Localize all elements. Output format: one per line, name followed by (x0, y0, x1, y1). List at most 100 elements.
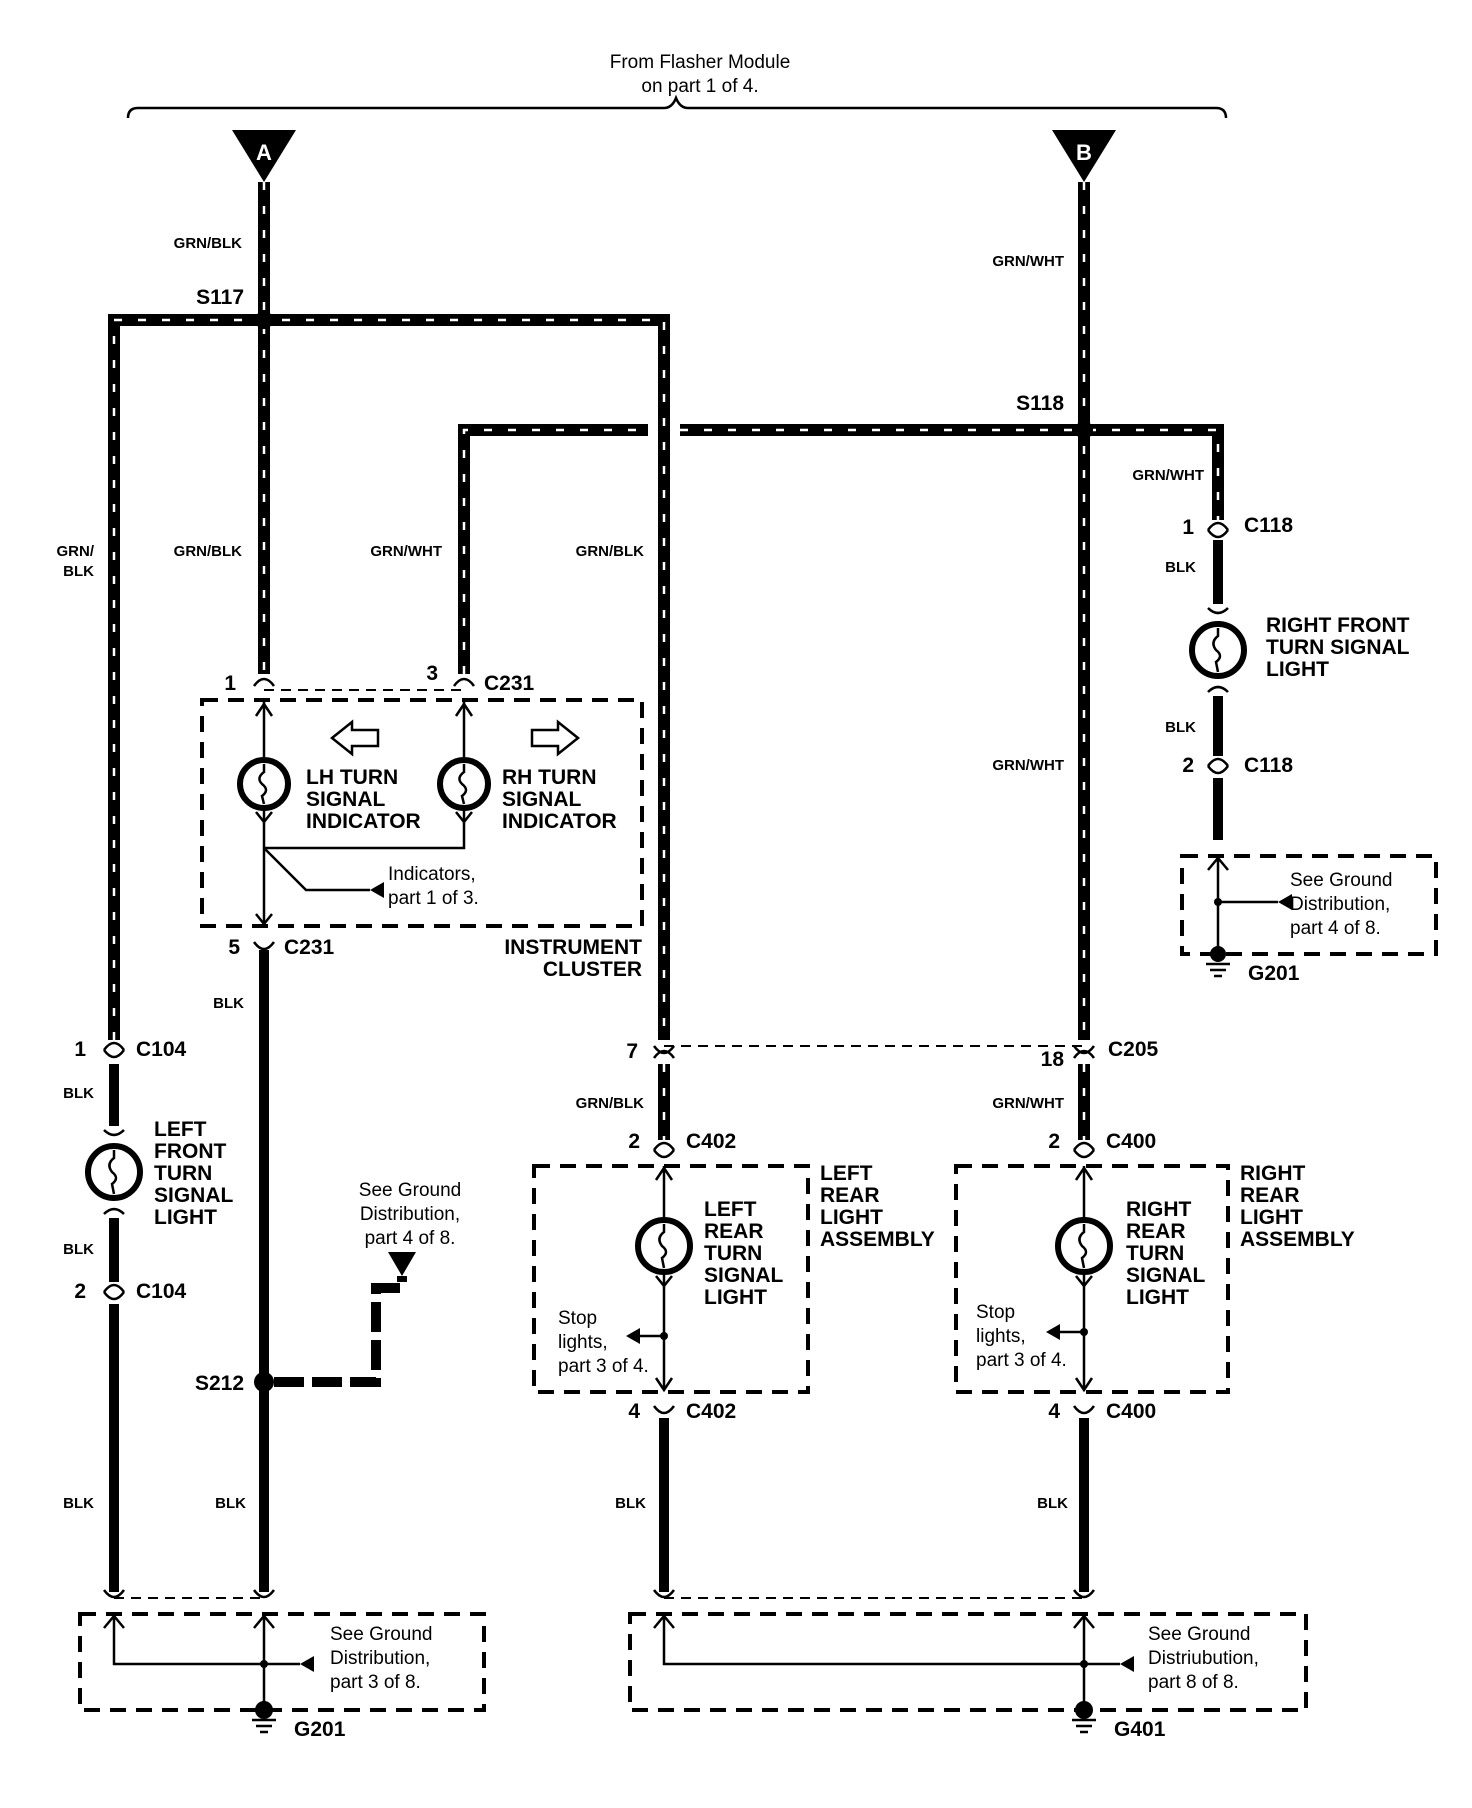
c400-bottom-label: C400 (1106, 1400, 1156, 1423)
svg-text:RIGHT: RIGHT (1126, 1198, 1192, 1221)
wire-blk-network (109, 540, 1223, 1592)
wire-label-3a: GRN/ (57, 543, 95, 560)
c118-bottom-connector (1206, 757, 1230, 775)
svg-text:See Ground: See Ground (1148, 1624, 1250, 1645)
svg-text:RH TURN: RH TURN (502, 766, 597, 789)
ground-g201-left: G201 (294, 1718, 346, 1741)
splice-s118-label: S118 (1016, 392, 1064, 415)
indicators-note: Indicators, part 1 of 3. (388, 864, 479, 909)
wire-label-9: BLK (1165, 559, 1196, 576)
lh-turn-signal-indicator-label: LH TURN SIGNAL INDICATOR (306, 766, 421, 833)
c104-pin-2: 2 (74, 1280, 86, 1303)
svg-text:Distribution,: Distribution, (1290, 894, 1390, 915)
c402-top-label: C402 (686, 1130, 736, 1153)
c104-top-label: C104 (136, 1038, 187, 1061)
instrument-cluster-label: INSTRUMENT CLUSTER (504, 936, 642, 981)
c205-connector (652, 1045, 1096, 1059)
wire-label-7: GRN/WHT (1132, 467, 1204, 484)
c231-top-label: C231 (484, 672, 535, 695)
rf-bulb-icon (1189, 607, 1247, 693)
wire-label-2: GRN/WHT (992, 253, 1064, 270)
c104-bottom-label: C104 (136, 1280, 187, 1303)
c231-pin-1: 1 (224, 672, 236, 695)
right-rear-light-assembly-box (954, 1164, 1230, 1394)
svg-text:part 3 of 4.: part 3 of 4. (558, 1356, 649, 1377)
right-arrow-icon (530, 719, 581, 757)
header-line-1: From Flasher Module (610, 52, 791, 73)
rr-bulb-icon (1055, 1217, 1113, 1275)
svg-text:TURN: TURN (1126, 1242, 1184, 1265)
svg-text:Stop: Stop (976, 1302, 1015, 1323)
rf-ground-note: See Ground Distribution, part 4 of 8. (1290, 870, 1392, 939)
lf-bulb-icon (85, 1129, 143, 1215)
wire-label-4: GRN/BLK (174, 543, 242, 560)
mid-ground-note: See Ground Distribution, part 4 of 8. (359, 1180, 461, 1249)
wire-label-18: BLK (615, 1495, 646, 1512)
svg-text:INDICATOR: INDICATOR (306, 810, 421, 833)
connector-a-symbol (232, 130, 296, 182)
svg-text:LEFT: LEFT (704, 1198, 757, 1221)
svg-text:part 3 of 4.: part 3 of 4. (976, 1350, 1067, 1371)
wire-label-12: BLK (63, 1085, 94, 1102)
c400-bottom-connector (1072, 1405, 1096, 1415)
svg-text:TURN: TURN (704, 1242, 762, 1265)
svg-text:LIGHT: LIGHT (1266, 658, 1329, 681)
svg-text:LIGHT: LIGHT (820, 1206, 883, 1229)
svg-text:Indicators,: Indicators, (388, 864, 476, 885)
wire-label-10: BLK (1165, 719, 1196, 736)
c231-bottom-label: C231 (284, 936, 335, 959)
c104-top-connector (102, 1041, 126, 1059)
bottom-right-ground-note: See Ground Distriubution, part 8 of 8. (1148, 1624, 1259, 1693)
c118-pin-2: 2 (1182, 754, 1194, 777)
svg-text:REAR: REAR (820, 1184, 880, 1207)
splice-s212 (254, 1372, 274, 1392)
svg-text:RIGHT: RIGHT (1240, 1162, 1306, 1185)
svg-text:SIGNAL: SIGNAL (502, 788, 582, 811)
lh-indicator-bulb-icon (237, 757, 291, 811)
lr-bulb-icon (635, 1217, 693, 1275)
svg-text:SIGNAL: SIGNAL (154, 1184, 234, 1207)
wire-label-17: BLK (215, 1495, 246, 1512)
wire-label-3b: BLK (63, 563, 94, 580)
svg-text:part 4 of 8.: part 4 of 8. (365, 1228, 456, 1249)
svg-text:LIGHT: LIGHT (1126, 1286, 1189, 1309)
rf-ground-box (1180, 854, 1438, 978)
wire-label-15: GRN/WHT (992, 1095, 1064, 1112)
svg-text:ASSEMBLY: ASSEMBLY (1240, 1228, 1355, 1251)
svg-text:part 1 of 3.: part 1 of 3. (388, 888, 479, 909)
svg-text:CLUSTER: CLUSTER (543, 958, 642, 981)
rh-turn-signal-indicator-label: RH TURN SIGNAL INDICATOR (502, 766, 617, 833)
c402-pin-4: 4 (628, 1400, 640, 1423)
c118-pin-1: 1 (1182, 516, 1194, 539)
wire-label-8: GRN/WHT (992, 757, 1064, 774)
svg-text:part 4 of 8.: part 4 of 8. (1290, 918, 1381, 939)
left-rear-light-assembly-box (532, 1164, 810, 1394)
svg-text:LH TURN: LH TURN (306, 766, 398, 789)
wire-grn-wht-network (458, 182, 1224, 1140)
c231-pin-3: 3 (426, 662, 438, 685)
c104-bottom-connector (102, 1283, 126, 1301)
c205-pin-7: 7 (626, 1040, 638, 1063)
c400-pin-2: 2 (1048, 1130, 1060, 1153)
svg-text:Distribution,: Distribution, (330, 1648, 430, 1669)
wire-label-19: BLK (1037, 1495, 1068, 1512)
svg-text:LIGHT: LIGHT (1240, 1206, 1303, 1229)
ground-g201-right: G201 (1248, 962, 1300, 985)
svg-text:FRONT: FRONT (154, 1140, 226, 1163)
wire-label-11: BLK (213, 995, 244, 1012)
right-rear-light-assembly-label: RIGHT REAR LIGHT ASSEMBLY (1240, 1162, 1355, 1251)
svg-text:SIGNAL: SIGNAL (306, 788, 386, 811)
svg-text:REAR: REAR (1126, 1220, 1186, 1243)
c104-pin-1: 1 (74, 1038, 86, 1061)
svg-text:lights,: lights, (976, 1326, 1026, 1347)
bottom-left-ground-note: See Ground Distribution, part 3 of 8. (330, 1624, 432, 1693)
flasher-module-brace (126, 94, 1228, 119)
svg-text:LEFT: LEFT (154, 1118, 207, 1141)
c400-top-connector (1072, 1141, 1096, 1159)
c402-pin-2: 2 (628, 1130, 640, 1153)
bottom-left-ground-box (78, 1589, 486, 1734)
svg-text:See Ground: See Ground (330, 1624, 432, 1645)
cluster-internal-wiring (254, 700, 474, 927)
connector-b-label: B (1076, 140, 1092, 165)
svg-text:RIGHT FRONT: RIGHT FRONT (1266, 614, 1410, 637)
